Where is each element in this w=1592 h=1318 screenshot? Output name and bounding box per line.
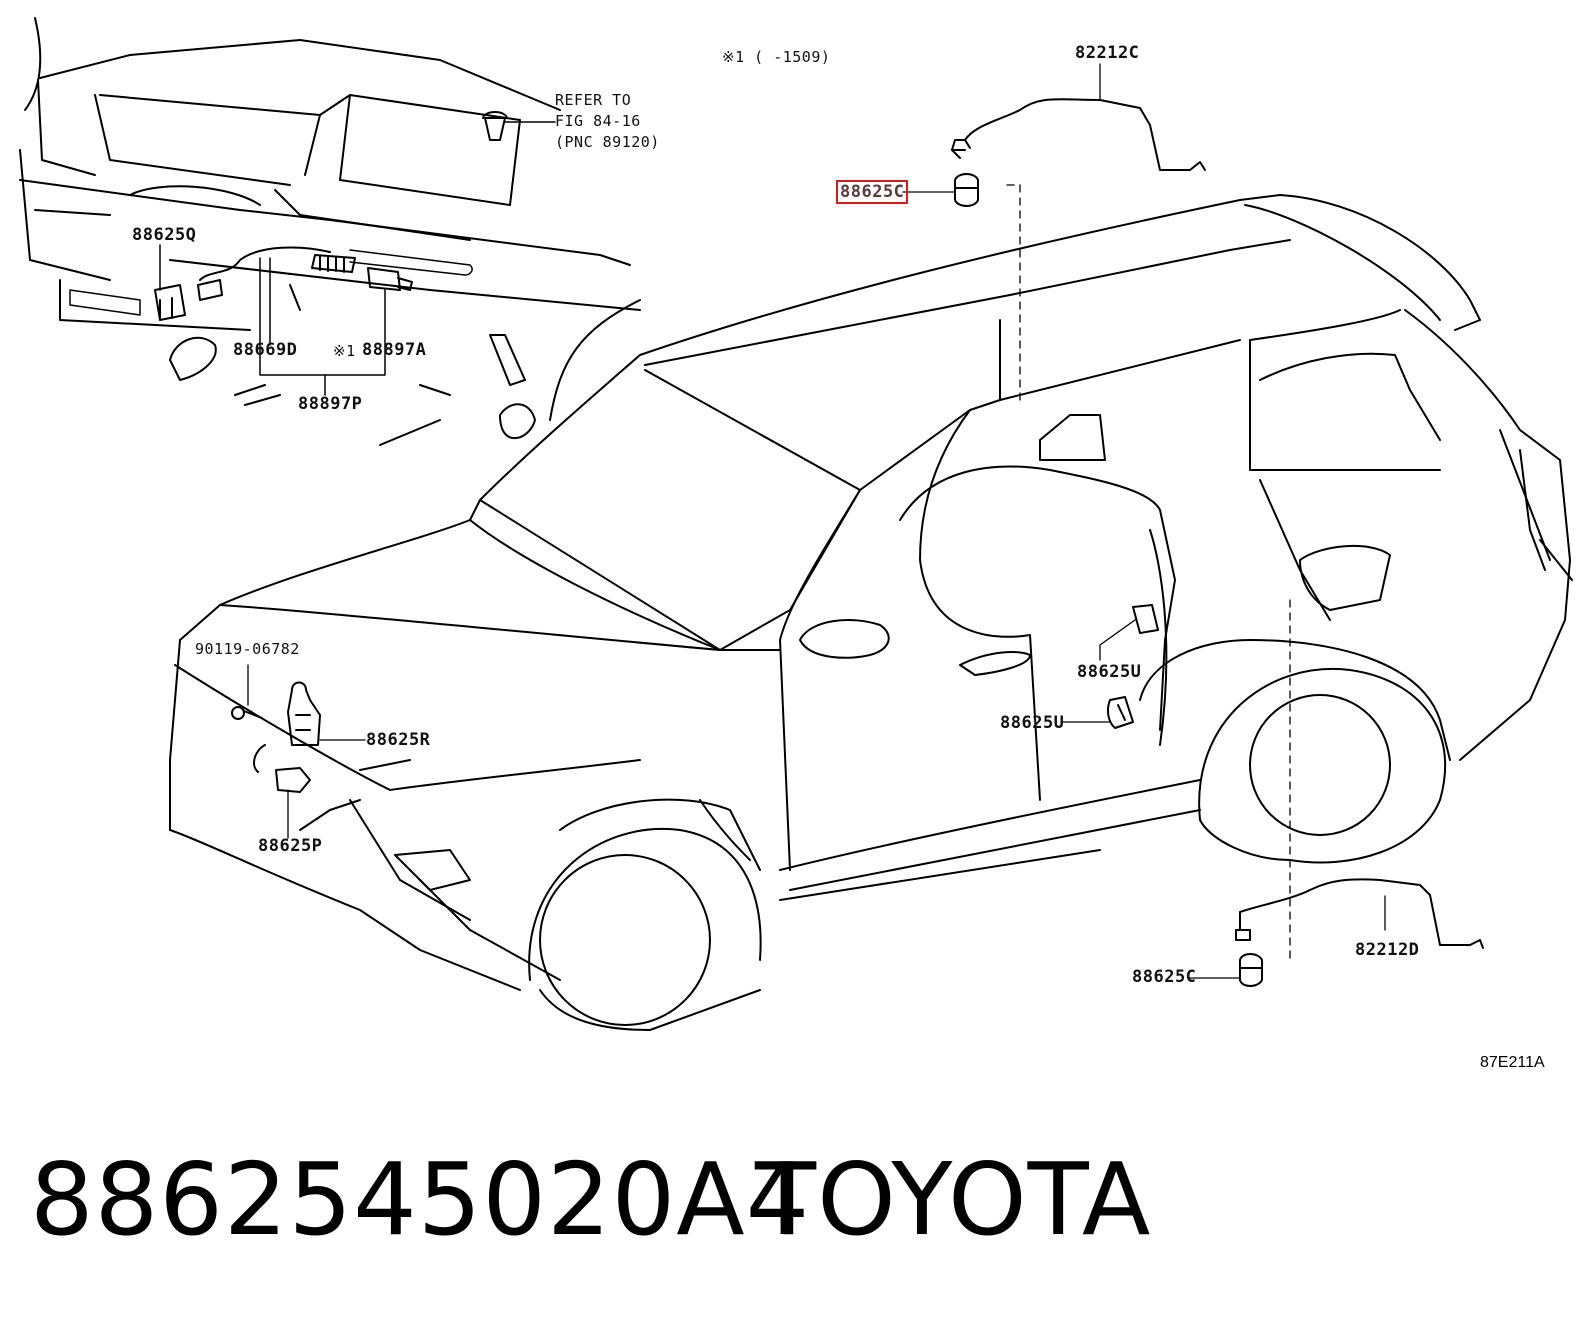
part-label-88625u-lower[interactable]: 88625U xyxy=(1000,713,1065,733)
part-label-88625u-upper[interactable]: 88625U xyxy=(1077,662,1142,682)
part-label-88669d[interactable]: 88669D xyxy=(233,340,298,360)
leader-lines xyxy=(247,63,1386,979)
part-label-82212c[interactable]: 82212C xyxy=(1075,43,1140,63)
inset-components xyxy=(154,111,556,396)
parts-diagram xyxy=(19,17,1573,1031)
part-label-90119-06782[interactable]: 90119-06782 xyxy=(195,640,300,658)
note-mark-label: ※1 xyxy=(333,342,356,360)
part-number-caption: 8862545020A4 xyxy=(30,1141,811,1258)
part-label-88625c-highlighted[interactable]: 88625C xyxy=(836,180,909,204)
refer-label-line2: FIG 84-16 xyxy=(555,112,641,130)
dashboard-inset xyxy=(19,17,641,446)
part-label-88625p[interactable]: 88625P xyxy=(258,836,323,856)
sensor-parts xyxy=(231,98,1484,987)
part-label-88625r[interactable]: 88625R xyxy=(366,730,431,750)
figure-id: 87E211A xyxy=(1480,1054,1545,1071)
refer-label-line1: REFER TO xyxy=(555,91,632,109)
refer-label-line3: (PNC 89120) xyxy=(555,133,660,151)
part-label-88625c-bottom[interactable]: 88625C xyxy=(1132,967,1197,987)
part-label-88625q[interactable]: 88625Q xyxy=(132,225,197,245)
note-range-label: ※1 ( -1509) xyxy=(722,48,831,66)
suv-body xyxy=(169,194,1573,1031)
part-label-88897p[interactable]: 88897P xyxy=(298,394,363,414)
part-label-88897a[interactable]: 88897A xyxy=(362,340,427,360)
part-label-82212d[interactable]: 82212D xyxy=(1355,940,1420,960)
brand-caption: TOYOTA xyxy=(755,1141,1152,1258)
